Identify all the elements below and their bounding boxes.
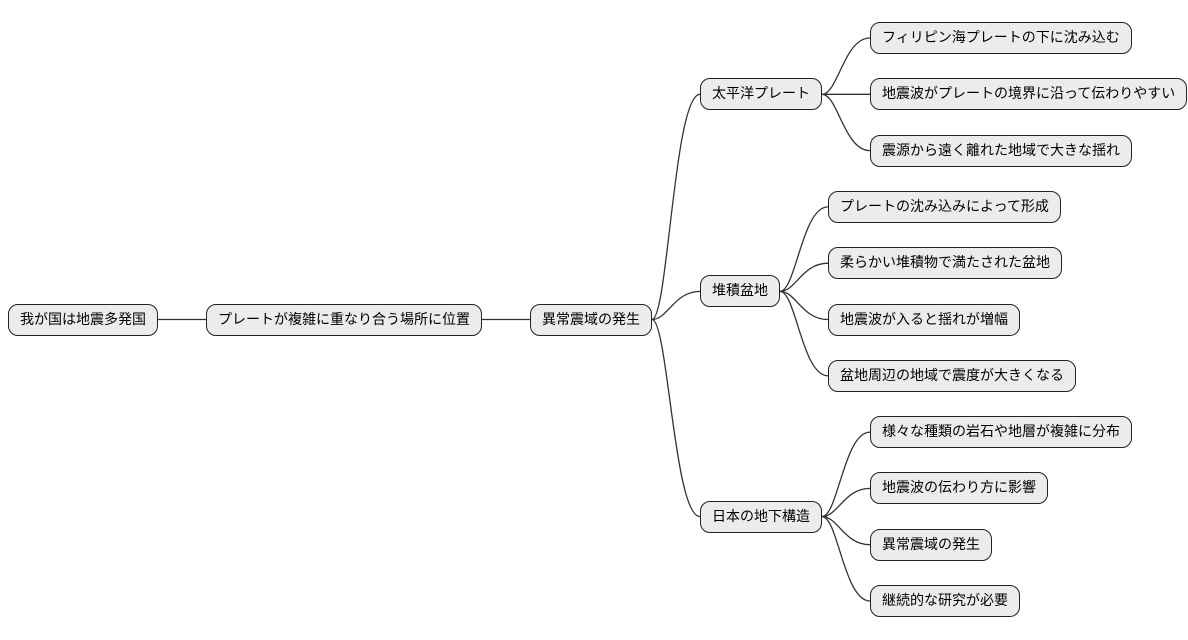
mindmap-leaf-node: プレートの沈み込みによって形成 [828, 190, 1061, 223]
mindmap-edge [779, 206, 829, 292]
mindmap-edge [779, 290, 829, 321]
mindmap-edge [821, 93, 871, 152]
mindmap-edge [651, 290, 701, 321]
mindmap-edge [779, 262, 829, 292]
mindmap-edge [821, 515, 871, 602]
mindmap-leaf-node: 震源から遠く離れた地域で大きな揺れ [870, 134, 1132, 167]
mindmap-edge [821, 515, 871, 546]
mindmap-node: 太平洋プレート [700, 78, 822, 111]
mindmap-leaf-node: 継続的な研究が必要 [870, 585, 1020, 618]
mindmap-leaf-node: 盆地周辺の地域で震度が大きくなる [828, 359, 1076, 392]
mindmap-leaf-node: フィリピン海プレートの下に沈み込む [870, 22, 1132, 55]
mindmap-leaf-node: 地震波が入ると揺れが増幅 [828, 303, 1020, 336]
mindmap-leaf-node: 異常震域の発生 [870, 528, 992, 561]
mindmap-node: 我が国は地震多発国 [8, 303, 158, 336]
mindmap-edge [651, 318, 701, 518]
mindmap-leaf-node: 地震波の伝わり方に影響 [870, 472, 1048, 505]
mindmap-leaf-node: 柔らかい堆積物で満たされた盆地 [828, 247, 1062, 280]
mindmap-node: 日本の地下構造 [700, 500, 822, 533]
mindmap-leaf-node: 様々な種類の岩石や地層が複雑に分布 [870, 416, 1132, 449]
mindmap-node: 堆積盆地 [700, 275, 780, 308]
mindmap-edge [821, 431, 871, 518]
mindmap-edge [651, 93, 701, 321]
mindmap-node: プレートが複雑に重なり合う場所に位置 [206, 303, 482, 336]
mindmap-edge [779, 290, 829, 377]
mindmap-edge [821, 487, 871, 518]
mindmap-edge [821, 37, 871, 95]
mindmap-leaf-node: 地震波がプレートの境界に沿って伝わりやすい [870, 78, 1188, 111]
mindmap-node: 異常震域の発生 [530, 303, 652, 336]
